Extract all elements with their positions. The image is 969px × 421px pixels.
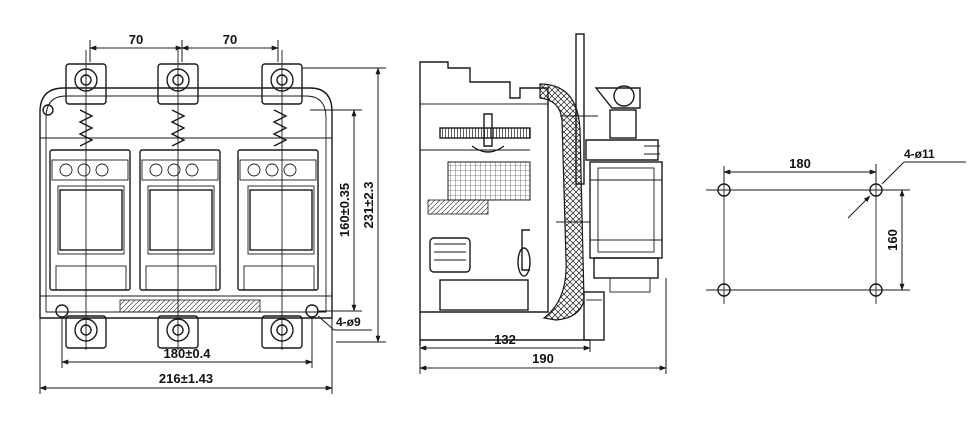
side-view: 132 190 — [419, 33, 667, 374]
callout-hole-size: 4-ø11 — [904, 147, 935, 161]
dim-mount-height: 160±0.35 — [337, 183, 352, 237]
dim-mount-spacing: 180±0.4 — [164, 346, 212, 361]
hole-bottom-left — [717, 283, 731, 297]
hole-top-left — [717, 183, 731, 197]
dim-depth-inner: 132 — [494, 332, 516, 347]
dim-depth-overall: 190 — [532, 351, 554, 366]
callout-mount-holes: 4-ø9 — [336, 315, 361, 329]
dim-pitch-left: 70 — [129, 32, 143, 47]
pole-1 — [49, 50, 131, 350]
front-view: 70 70 180±0.4 216±1.43 160±0.35 231±2.3 … — [39, 32, 386, 394]
dim-hole-horizontal: 180 — [789, 156, 811, 171]
hole-bottom-right — [869, 283, 883, 297]
hole-pattern-view: 180 160 4-ø11 — [706, 147, 966, 304]
pole-3 — [237, 50, 319, 350]
mount-hole-bottom-left — [55, 304, 69, 318]
dim-overall-width: 216±1.43 — [159, 371, 213, 386]
dim-overall-height: 231±2.3 — [361, 182, 376, 229]
hole-top-right — [869, 183, 883, 197]
mount-hole-bottom-right — [305, 304, 319, 318]
dim-pitch-right: 70 — [223, 32, 237, 47]
mount-hole-top-left — [42, 104, 54, 116]
dim-hole-vertical: 160 — [885, 229, 900, 251]
